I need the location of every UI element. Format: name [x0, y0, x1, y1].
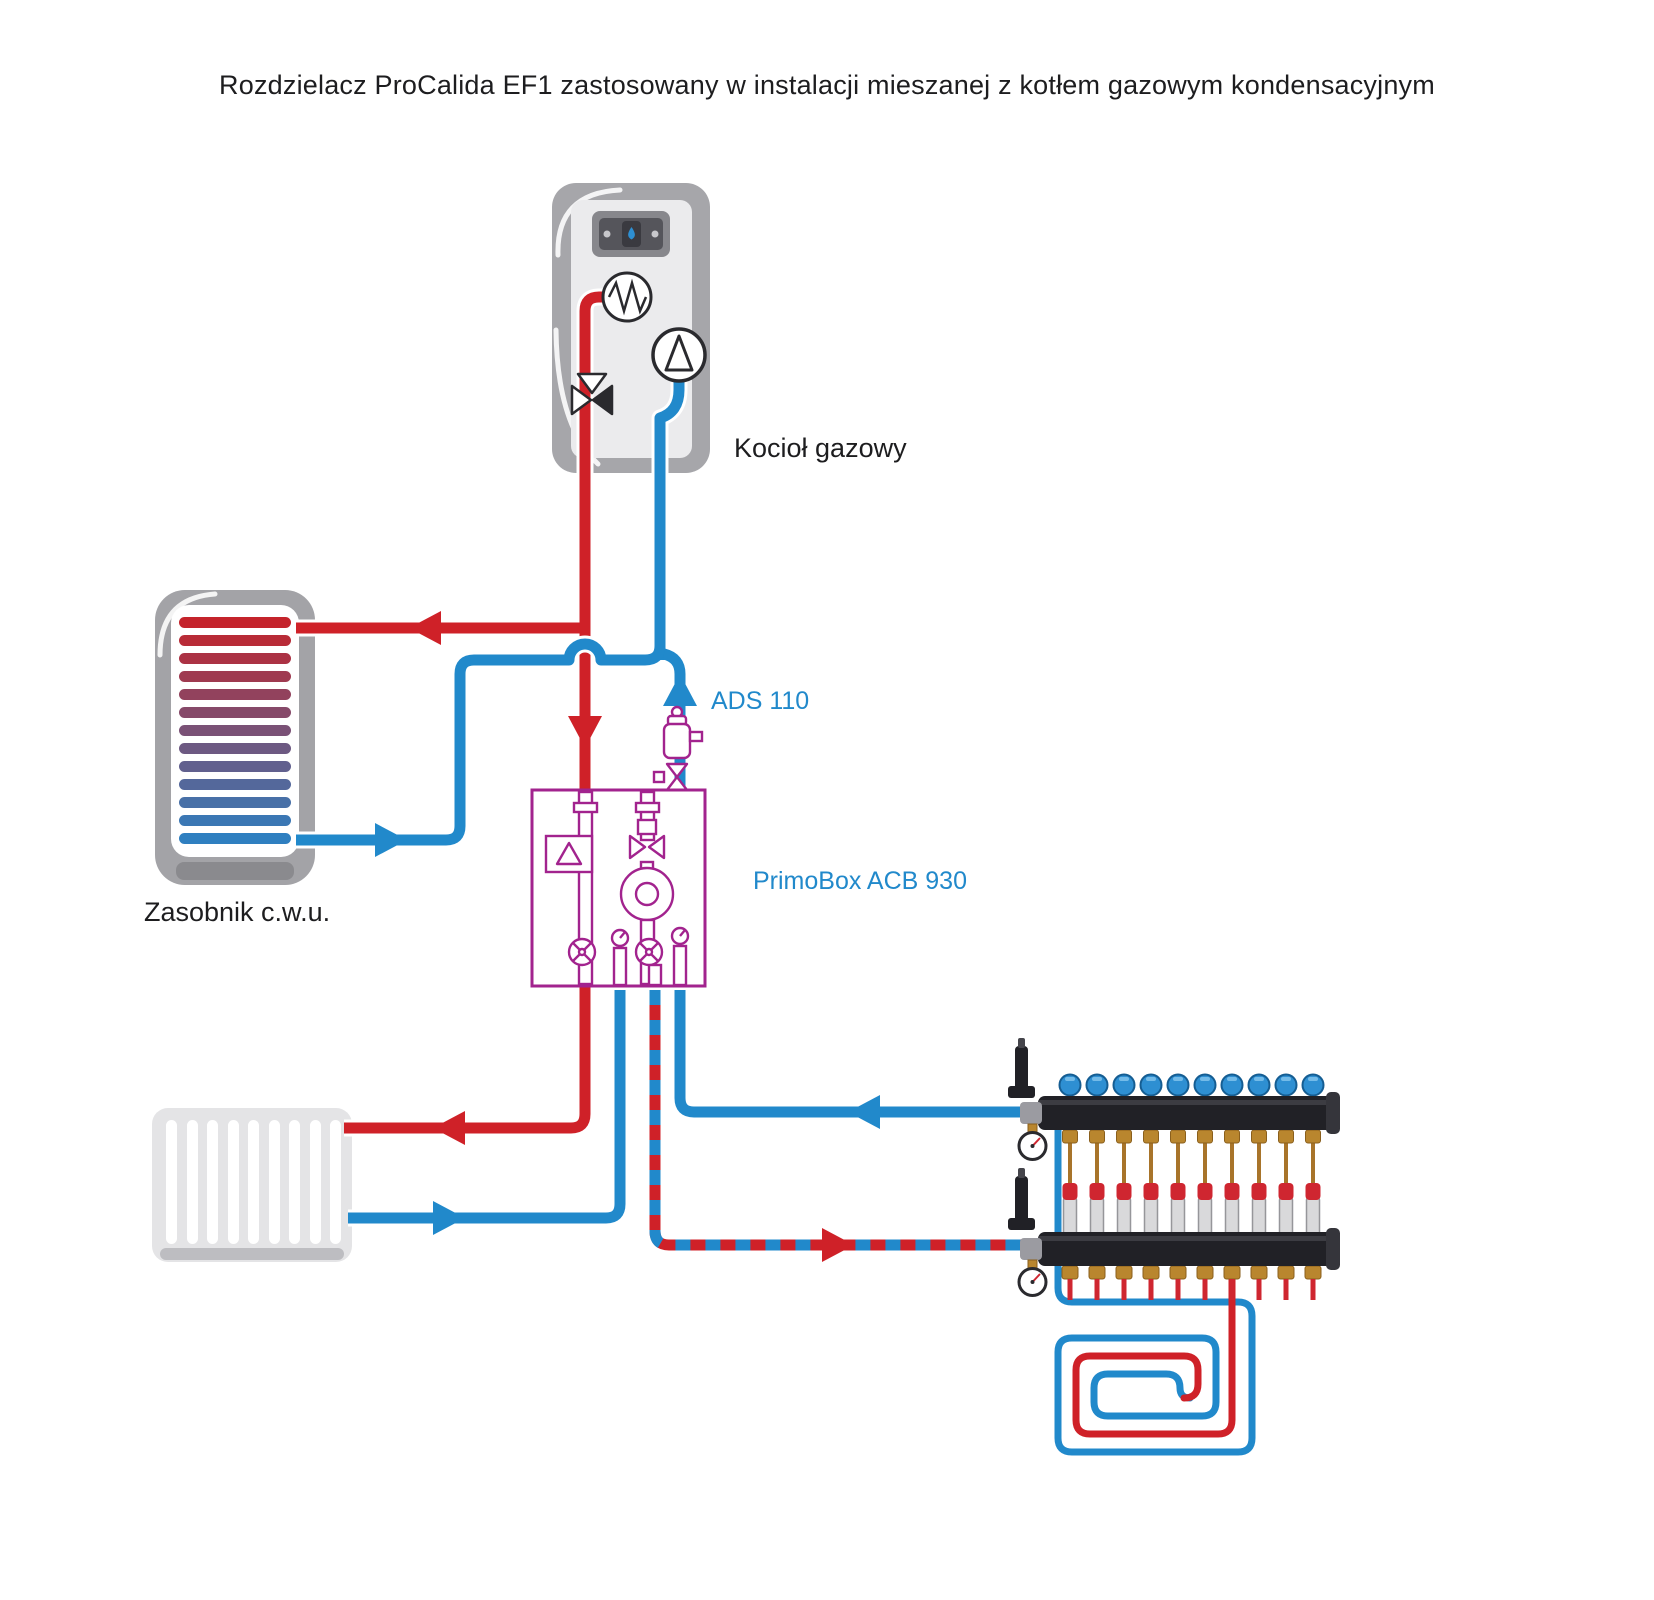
pressure-gauge-icon — [1017, 1259, 1048, 1297]
flow-arrow-floor-supply — [822, 1228, 854, 1262]
radiator-base — [160, 1248, 344, 1260]
primobox-valve-wheel-icon — [567, 937, 597, 967]
tank-return-pipe — [296, 638, 666, 846]
radiator-fins — [166, 1120, 341, 1244]
flow-arrow-radiator-supply — [433, 1111, 465, 1145]
primobox — [530, 788, 707, 988]
radiator — [152, 1108, 352, 1262]
pump-icon — [651, 327, 707, 383]
boiler-supply-pipe — [579, 291, 606, 795]
manifold-return-loops — [1057, 1072, 1326, 1198]
flow-arrow-radiator-return — [433, 1201, 465, 1235]
boiler-return-pipe — [654, 381, 685, 660]
air-vent-icon — [1008, 1168, 1035, 1230]
flow-arrow-boiler-return — [663, 674, 697, 706]
radiator-return-pipe — [348, 990, 626, 1224]
separator-body — [662, 722, 692, 760]
air-vent-icon — [1008, 1038, 1035, 1098]
loop-return-spiral — [1054, 1124, 1256, 1456]
floor-heating-loop — [1054, 1124, 1256, 1456]
tank-base — [176, 862, 294, 880]
floor-manifold — [1008, 1038, 1340, 1300]
primobox-mixing-valve-icon — [628, 818, 666, 860]
flow-arrow-boiler-supply — [568, 716, 602, 748]
separator-valve-icon — [665, 762, 689, 779]
three-way-valve-icon — [570, 372, 614, 416]
flow-arrow-tank-return — [375, 823, 407, 857]
tank-highlight — [157, 591, 218, 658]
primobox-valve-wheel-icon — [634, 937, 664, 967]
air-separator-label: ADS 110 — [711, 687, 810, 715]
pressure-gauge-icon — [1017, 1123, 1048, 1161]
radiator-supply-pipe — [344, 985, 591, 1134]
tank-coil — [179, 617, 291, 844]
boiler-flame-icon — [628, 227, 635, 240]
flow-arrow-manifold-return — [848, 1095, 880, 1129]
loop-supply-spiral — [1072, 1258, 1236, 1438]
heat-exchanger-icon — [601, 271, 653, 323]
primobox-controller — [544, 834, 594, 874]
gas-boiler — [552, 183, 710, 473]
primobox-return-pipe — [662, 648, 686, 795]
air-separator — [652, 705, 704, 792]
diagram-title: Rozdzielacz ProCalida EF1 zastosowany w … — [219, 70, 1435, 100]
pump-group-label: PrimoBox ACB 930 — [753, 867, 967, 895]
primobox-pump-icon — [619, 860, 675, 922]
flow-arrows — [375, 611, 880, 1262]
dhw-tank — [155, 590, 315, 885]
floor-supply-pipe-striped — [649, 990, 1046, 1251]
boiler-symbols — [570, 271, 707, 416]
return-pipes — [296, 381, 1046, 1224]
boiler-display — [592, 211, 670, 257]
tank-label: Zasobnik c.w.u. — [144, 897, 331, 927]
primobox-thermometer-icon — [610, 928, 630, 948]
boiler-label: Kocioł gazowy — [734, 433, 907, 463]
manifold-return-pipe — [674, 990, 1046, 1118]
flow-arrow-tank-supply — [409, 611, 441, 645]
primobox-thermometer-icon — [670, 926, 690, 946]
